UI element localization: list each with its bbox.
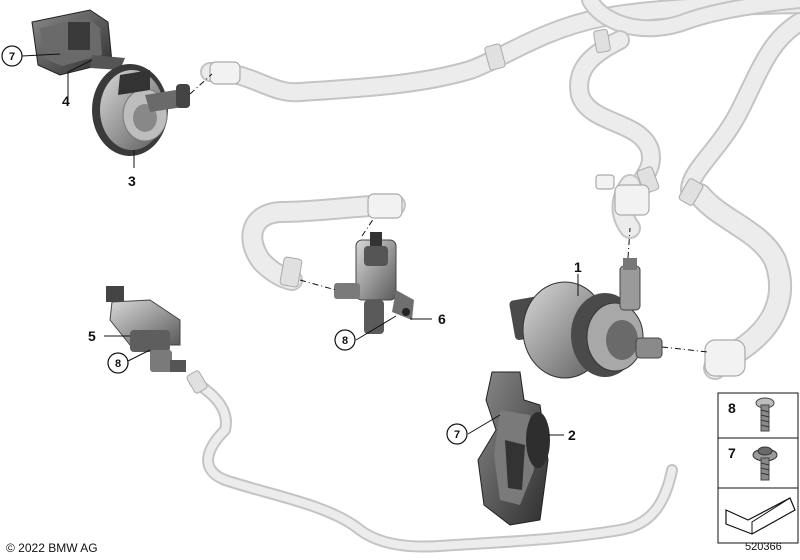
callout-2: 2 [568,427,576,443]
callout-5: 5 [88,328,96,344]
circled-refs: 7 8 8 7 [1,45,468,445]
copyright-text: © 2022 BMW AG [6,541,98,555]
lower-long-hose [189,376,678,553]
circled-8-left: 8 [115,358,121,370]
circled-7-bracket: 7 [454,429,460,441]
legend-item-7: 7 [728,445,736,461]
callout-3: 3 [128,173,136,189]
bracket-part-2[interactable] [477,371,550,526]
part-symbol-icon [725,497,796,535]
electric-water-pump-part-1[interactable] [509,258,663,379]
diagram-id: 520366 [745,541,782,553]
hose-clips [186,28,704,394]
collar-screw-icon [752,446,778,481]
callout-6: 6 [438,311,446,327]
valve-part-5[interactable] [106,286,186,372]
legend-item-8: 8 [728,400,736,416]
hose-connectors [209,61,746,377]
callout-4: 4 [62,93,70,109]
screw-icon [755,397,775,432]
hose-network [189,0,800,553]
assembly-lines [189,73,709,353]
callout-1: 1 [574,259,582,275]
circled-7-top: 7 [9,51,15,63]
fastener-legend: 8 7 [717,392,799,544]
valve-part-6[interactable] [334,232,414,334]
aux-water-pump-part-3[interactable] [92,64,190,156]
callout-labels: 1 2 3 4 5 6 [62,93,582,443]
circled-8-valve: 8 [342,335,348,347]
control-unit-part-4[interactable] [31,9,125,76]
leader-lines [21,53,579,436]
